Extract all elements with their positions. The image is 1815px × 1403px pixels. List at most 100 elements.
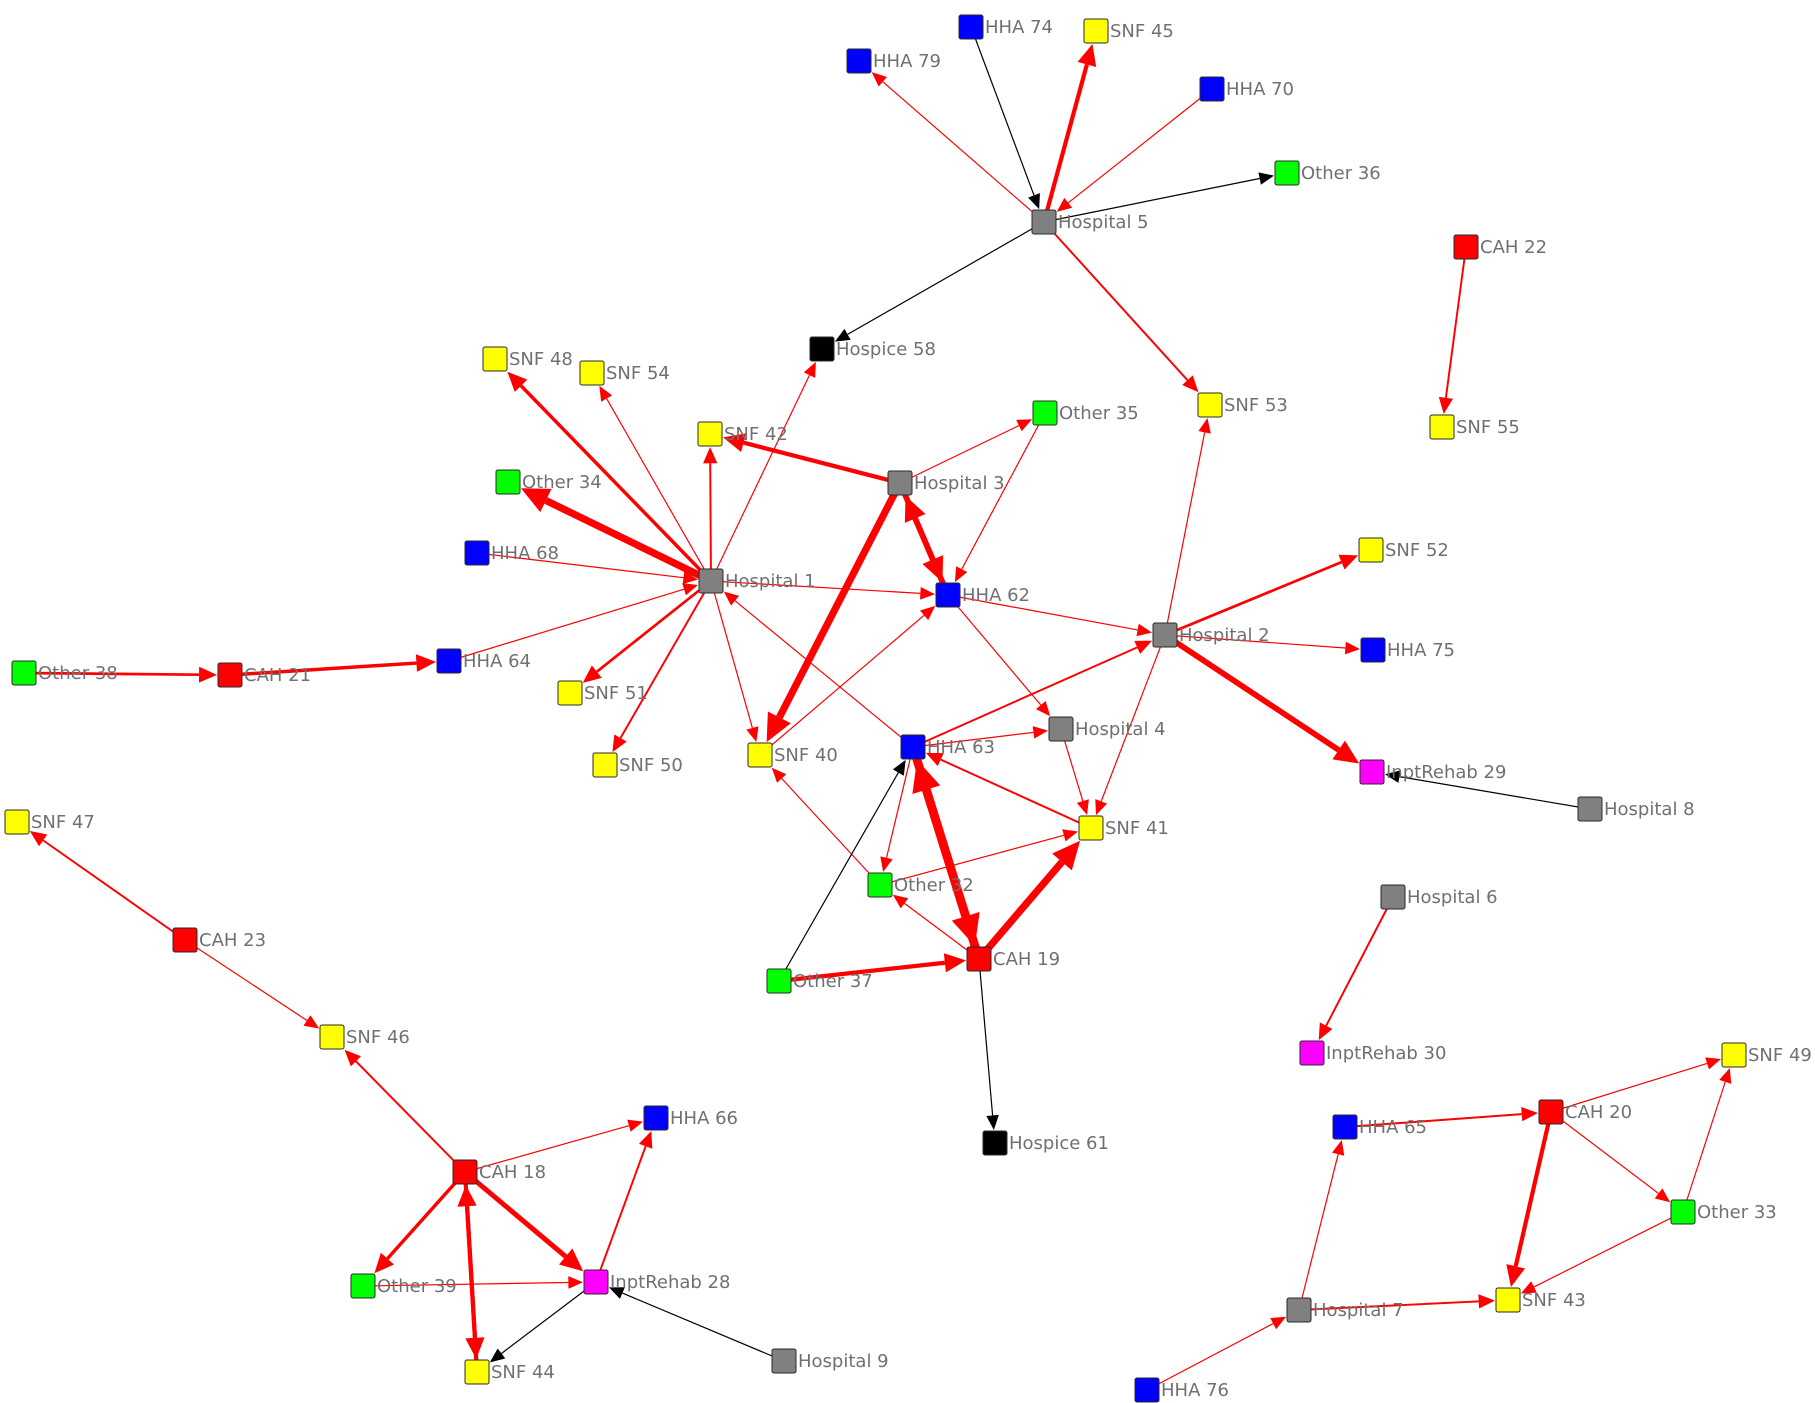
node-square-snf[interactable] — [4, 809, 30, 835]
node-snf-47[interactable]: SNF 47 — [4, 809, 95, 835]
node-hospital-5[interactable]: Hospital 5 — [1031, 209, 1149, 235]
node-square-inptrehab[interactable] — [583, 1269, 609, 1295]
node-snf-53[interactable]: SNF 53 — [1197, 392, 1288, 418]
node-other-34[interactable]: Other 34 — [495, 469, 602, 495]
node-square-hha[interactable] — [643, 1105, 669, 1131]
node-other-35[interactable]: Other 35 — [1032, 400, 1139, 426]
node-snf-40[interactable]: SNF 40 — [747, 742, 838, 768]
node-square-snf[interactable] — [1429, 414, 1455, 440]
node-other-36[interactable]: Other 36 — [1274, 160, 1381, 186]
node-square-hha[interactable] — [846, 48, 872, 74]
node-square-snf[interactable] — [747, 742, 773, 768]
node-square-hospital[interactable] — [1380, 884, 1406, 910]
node-square-other[interactable] — [1274, 160, 1300, 186]
node-snf-49[interactable]: SNF 49 — [1721, 1042, 1812, 1068]
node-snf-42[interactable]: SNF 42 — [697, 421, 788, 447]
node-square-other[interactable] — [867, 872, 893, 898]
node-hha-65[interactable]: HHA 65 — [1332, 1114, 1427, 1140]
node-square-snf[interactable] — [1358, 537, 1384, 563]
node-hospital-2[interactable]: Hospital 2 — [1152, 622, 1270, 648]
node-snf-41[interactable]: SNF 41 — [1078, 815, 1169, 841]
node-square-cah[interactable] — [452, 1159, 478, 1185]
node-snf-48[interactable]: SNF 48 — [482, 346, 573, 372]
node-other-37[interactable]: Other 37 — [766, 968, 873, 994]
node-hha-68[interactable]: HHA 68 — [464, 540, 559, 566]
node-snf-52[interactable]: SNF 52 — [1358, 537, 1449, 563]
node-square-hospital[interactable] — [1152, 622, 1178, 648]
node-hha-79[interactable]: HHA 79 — [846, 48, 941, 74]
node-square-other[interactable] — [495, 469, 521, 495]
node-cah-22[interactable]: CAH 22 — [1453, 234, 1547, 260]
node-hha-74[interactable]: HHA 74 — [958, 14, 1053, 40]
node-hospital-1[interactable]: Hospital 1 — [698, 568, 816, 594]
node-square-hospital[interactable] — [1031, 209, 1057, 235]
node-inptrehab-28[interactable]: InptRehab 28 — [583, 1269, 730, 1295]
node-square-other[interactable] — [766, 968, 792, 994]
node-square-snf[interactable] — [697, 421, 723, 447]
node-square-hha[interactable] — [464, 540, 490, 566]
node-square-hospital[interactable] — [1048, 716, 1074, 742]
node-hospital-8[interactable]: Hospital 8 — [1577, 796, 1695, 822]
node-snf-44[interactable]: SNF 44 — [464, 1359, 555, 1385]
node-square-hospital[interactable] — [698, 568, 724, 594]
node-square-snf[interactable] — [1078, 815, 1104, 841]
node-hha-70[interactable]: HHA 70 — [1199, 76, 1294, 102]
node-square-inptrehab[interactable] — [1299, 1040, 1325, 1066]
node-inptrehab-30[interactable]: InptRehab 30 — [1299, 1040, 1446, 1066]
node-cah-20[interactable]: CAH 20 — [1538, 1099, 1632, 1125]
node-square-snf[interactable] — [557, 680, 583, 706]
node-snf-51[interactable]: SNF 51 — [557, 680, 648, 706]
node-square-snf[interactable] — [1721, 1042, 1747, 1068]
node-cah-19[interactable]: CAH 19 — [966, 946, 1060, 972]
node-square-other[interactable] — [350, 1273, 376, 1299]
node-square-hospital[interactable] — [1286, 1297, 1312, 1323]
node-other-32[interactable]: Other 32 — [867, 872, 974, 898]
node-hha-62[interactable]: HHA 62 — [935, 582, 1030, 608]
node-square-inptrehab[interactable] — [1359, 759, 1385, 785]
node-square-cah[interactable] — [1453, 234, 1479, 260]
node-square-hha[interactable] — [900, 734, 926, 760]
node-square-snf[interactable] — [319, 1024, 345, 1050]
node-square-cah[interactable] — [1538, 1099, 1564, 1125]
node-square-snf[interactable] — [464, 1359, 490, 1385]
node-hospital-7[interactable]: Hospital 7 — [1286, 1297, 1404, 1323]
node-snf-45[interactable]: SNF 45 — [1083, 18, 1174, 44]
node-hha-76[interactable]: HHA 76 — [1134, 1377, 1229, 1403]
node-square-snf[interactable] — [1495, 1287, 1521, 1313]
node-square-hha[interactable] — [1199, 76, 1225, 102]
node-square-other[interactable] — [1670, 1199, 1696, 1225]
node-square-hha[interactable] — [935, 582, 961, 608]
node-square-cah[interactable] — [172, 927, 198, 953]
node-square-hospital[interactable] — [771, 1348, 797, 1374]
node-snf-54[interactable]: SNF 54 — [579, 360, 670, 386]
node-snf-43[interactable]: SNF 43 — [1495, 1287, 1586, 1313]
node-hospital-9[interactable]: Hospital 9 — [771, 1348, 889, 1374]
node-hospice-58[interactable]: Hospice 58 — [809, 336, 936, 362]
node-square-hospice[interactable] — [982, 1130, 1008, 1156]
node-hospital-3[interactable]: Hospital 3 — [887, 470, 1005, 496]
node-snf-55[interactable]: SNF 55 — [1429, 414, 1520, 440]
node-square-cah[interactable] — [217, 662, 243, 688]
node-square-snf[interactable] — [1083, 18, 1109, 44]
node-square-other[interactable] — [1032, 400, 1058, 426]
node-hha-75[interactable]: HHA 75 — [1360, 637, 1455, 663]
node-square-hha[interactable] — [436, 648, 462, 674]
node-snf-50[interactable]: SNF 50 — [592, 752, 683, 778]
node-cah-23[interactable]: CAH 23 — [172, 927, 266, 953]
node-square-snf[interactable] — [579, 360, 605, 386]
node-square-hospice[interactable] — [809, 336, 835, 362]
node-square-hha[interactable] — [958, 14, 984, 40]
node-square-cah[interactable] — [966, 946, 992, 972]
node-square-hospital[interactable] — [1577, 796, 1603, 822]
node-square-snf[interactable] — [592, 752, 618, 778]
node-square-hospital[interactable] — [887, 470, 913, 496]
node-square-hha[interactable] — [1360, 637, 1386, 663]
node-cah-18[interactable]: CAH 18 — [452, 1159, 546, 1185]
node-hha-66[interactable]: HHA 66 — [643, 1105, 738, 1131]
node-square-snf[interactable] — [1197, 392, 1223, 418]
node-square-hha[interactable] — [1134, 1377, 1160, 1403]
node-other-33[interactable]: Other 33 — [1670, 1199, 1777, 1225]
node-other-39[interactable]: Other 39 — [350, 1273, 457, 1299]
node-snf-46[interactable]: SNF 46 — [319, 1024, 410, 1050]
node-hospital-6[interactable]: Hospital 6 — [1380, 884, 1498, 910]
